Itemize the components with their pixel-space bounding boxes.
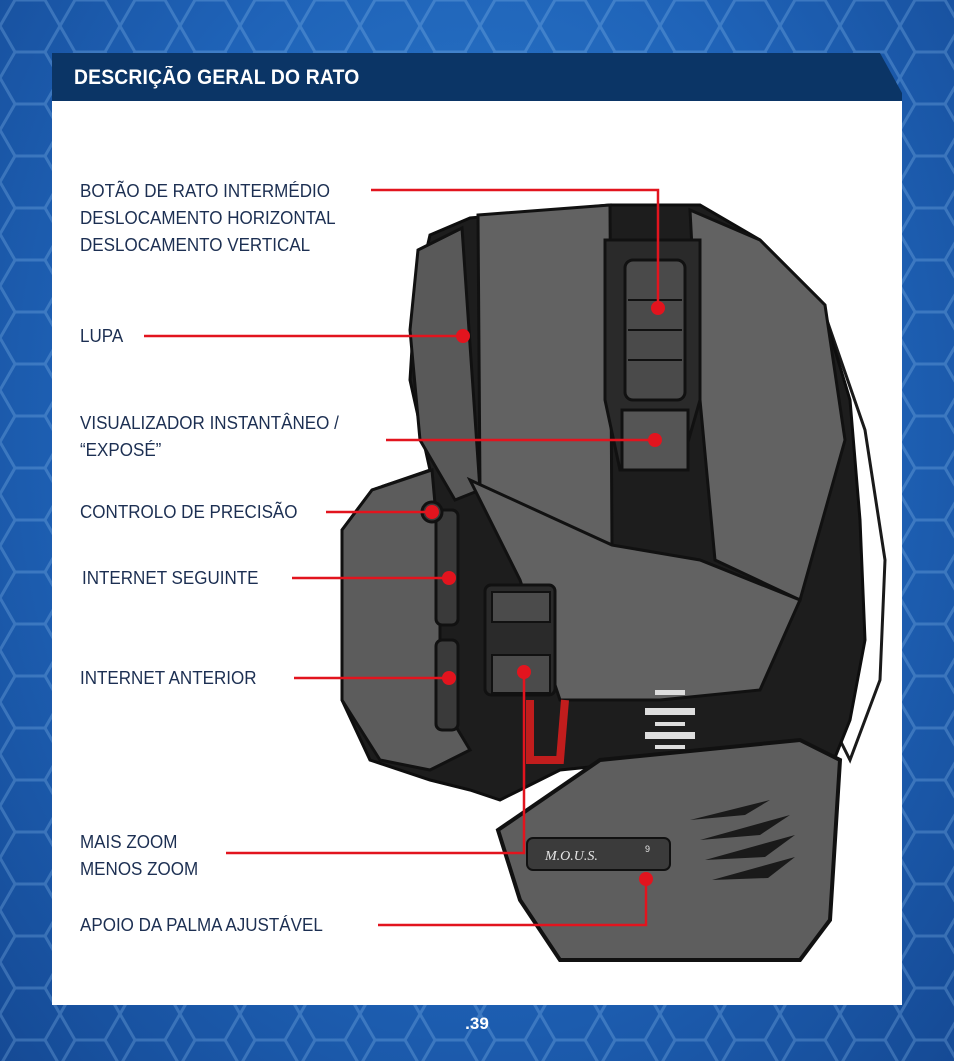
label-precision: CONTROLO DE PRECISÃO	[80, 501, 298, 522]
label-expose-line2: “EXPOSÉ”	[80, 439, 162, 460]
label-internet-forward: INTERNET SEGUINTE	[82, 567, 259, 588]
label-middle-button: BOTÃO DE RATO INTERMÉDIO	[80, 180, 330, 201]
label-zoom-in: MAIS ZOOM	[80, 831, 178, 852]
label-vertical-scroll: DESLOCAMENTO VERTICAL	[80, 234, 311, 255]
header-bar: DESCRIÇÃO GERAL DO RATO	[52, 53, 902, 101]
label-magnifier: LUPA	[80, 325, 124, 346]
label-horizontal-scroll: DESLOCAMENTO HORIZONTAL	[80, 207, 336, 228]
page-number: .39	[465, 1014, 489, 1033]
label-internet-back: INTERNET ANTERIOR	[80, 667, 257, 688]
page-title: DESCRIÇÃO GERAL DO RATO	[74, 66, 360, 89]
label-palm-rest: APOIO DA PALMA AJUSTÁVEL	[80, 914, 323, 935]
label-zoom-out: MENOS ZOOM	[80, 858, 199, 879]
label-expose-line1: VISUALIZADOR INSTANTÂNEO /	[80, 412, 339, 433]
